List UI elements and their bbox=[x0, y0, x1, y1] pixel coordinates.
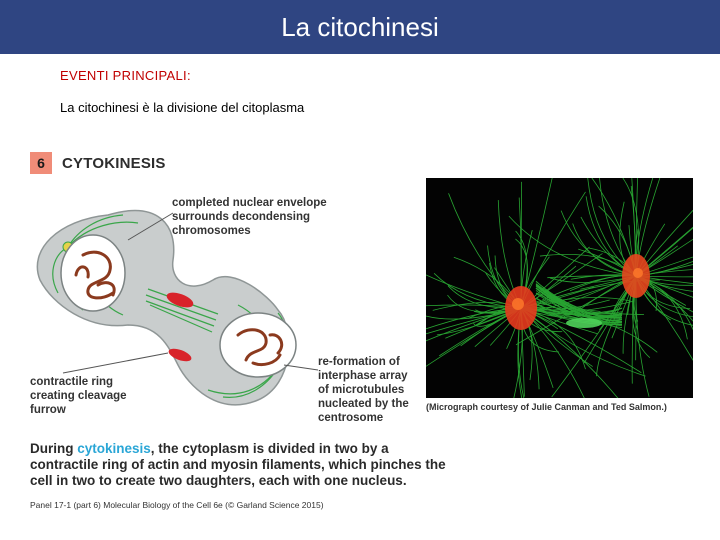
callout-line: contractile ring bbox=[30, 375, 127, 389]
callout-line: surrounds decondensing bbox=[172, 210, 327, 224]
events-heading: EVENTI PRINCIPALI: bbox=[60, 68, 191, 83]
midbody bbox=[566, 318, 602, 328]
callout-line: interphase array bbox=[318, 369, 409, 383]
callout-contractile-ring: contractile ring creating cleavage furro… bbox=[30, 375, 127, 417]
nucleus-left bbox=[61, 235, 125, 311]
callout-interphase-array: re-formation of interphase array of micr… bbox=[318, 355, 409, 425]
callout-nuclear-envelope: completed nuclear envelope surrounds dec… bbox=[172, 196, 327, 238]
panel-number-badge: 6 bbox=[30, 152, 52, 174]
caption-highlight: cytokinesis bbox=[77, 441, 151, 456]
intro-prefix: La citochinesi è la bbox=[60, 100, 167, 115]
callout-line: centrosome bbox=[318, 411, 409, 425]
callout-line: furrow bbox=[30, 403, 127, 417]
slide-title: La citochinesi bbox=[281, 12, 439, 43]
figure-citation: Panel 17-1 (part 6) Molecular Biology of… bbox=[30, 500, 324, 510]
fluorescence-micrograph bbox=[426, 178, 693, 398]
intro-emphasis: divisione del citoplasma bbox=[167, 100, 304, 115]
callout-line: re-formation of bbox=[318, 355, 409, 369]
title-bar: La citochinesi bbox=[0, 0, 720, 54]
intro-text: La citochinesi è la divisione del citopl… bbox=[60, 100, 304, 115]
micrograph-credit: (Micrograph courtesy of Julie Canman and… bbox=[426, 402, 667, 412]
callout-line: chromosomes bbox=[172, 224, 327, 238]
figure-caption: During cytokinesis, the cytoplasm is div… bbox=[30, 441, 460, 489]
panel-title: CYTOKINESIS bbox=[62, 155, 166, 172]
nucleus-right bbox=[220, 313, 296, 377]
caption-part1: During bbox=[30, 441, 77, 456]
callout-line: completed nuclear envelope bbox=[172, 196, 327, 210]
callout-line: nucleated by the bbox=[318, 397, 409, 411]
callout-line: of microtubules bbox=[318, 383, 409, 397]
micrograph-image bbox=[426, 178, 693, 398]
callout-line: creating cleavage bbox=[30, 389, 127, 403]
